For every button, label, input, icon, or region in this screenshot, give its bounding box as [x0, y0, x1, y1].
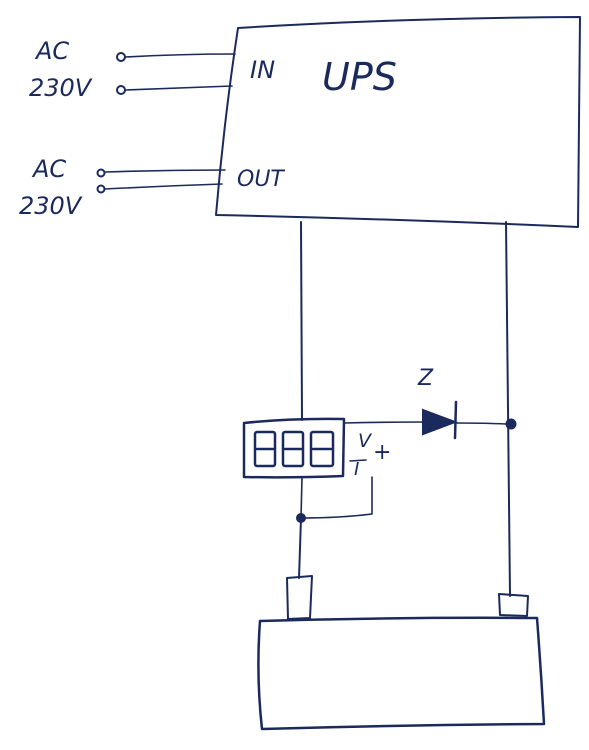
ups-negative-wire — [300, 221, 303, 421]
ac-input: AC 230V — [29, 37, 236, 102]
ups-box: UPS IN OUT — [215, 16, 581, 228]
ac-in-wire-1 — [124, 53, 236, 58]
ac-in-label-top: AC — [34, 37, 69, 65]
node-to-battery-wire — [298, 517, 302, 579]
ac-out-label-top: AC — [31, 155, 66, 183]
zener-diode: Z — [417, 366, 507, 440]
voltmeter-display: V + I — [242, 417, 391, 480]
meter-plus-label: + — [373, 440, 391, 465]
ac-out-wire-2 — [104, 183, 223, 190]
meter-digit-3 — [309, 430, 335, 468]
battery-negative-terminal — [286, 575, 313, 620]
ac-in-wire-2 — [124, 85, 233, 91]
meter-v-label: V — [358, 430, 373, 452]
ups-in-label: IN — [250, 56, 275, 84]
ac-out-label-bottom: 230V — [19, 192, 83, 220]
battery — [257, 575, 546, 731]
meter-digit-1 — [253, 430, 277, 468]
battery-positive-terminal — [498, 593, 529, 617]
ups-positive-wire — [505, 221, 511, 597]
meter-i-label: I — [354, 459, 359, 480]
ac-output: AC 230V — [19, 155, 226, 220]
ac-in-terminal-2 — [116, 85, 126, 95]
ups-out-label: OUT — [237, 167, 285, 192]
meter-digit-2 — [281, 430, 305, 468]
diode-label: Z — [417, 366, 434, 391]
ac-out-terminal-1 — [96, 168, 106, 178]
positive-junction-node — [505, 418, 517, 430]
diode-to-node-wire — [455, 422, 507, 425]
ac-in-label-bottom: 230V — [29, 74, 93, 102]
ac-in-terminal-1 — [116, 52, 126, 62]
meter-ground-wire — [300, 476, 303, 519]
meter-i-loop-wire — [300, 476, 373, 519]
ups-title: UPS — [322, 55, 397, 99]
meter-to-diode-wire — [343, 421, 426, 424]
ac-out-wire-1 — [104, 169, 226, 173]
battery-body — [257, 616, 546, 731]
ac-out-terminal-2 — [96, 184, 106, 194]
